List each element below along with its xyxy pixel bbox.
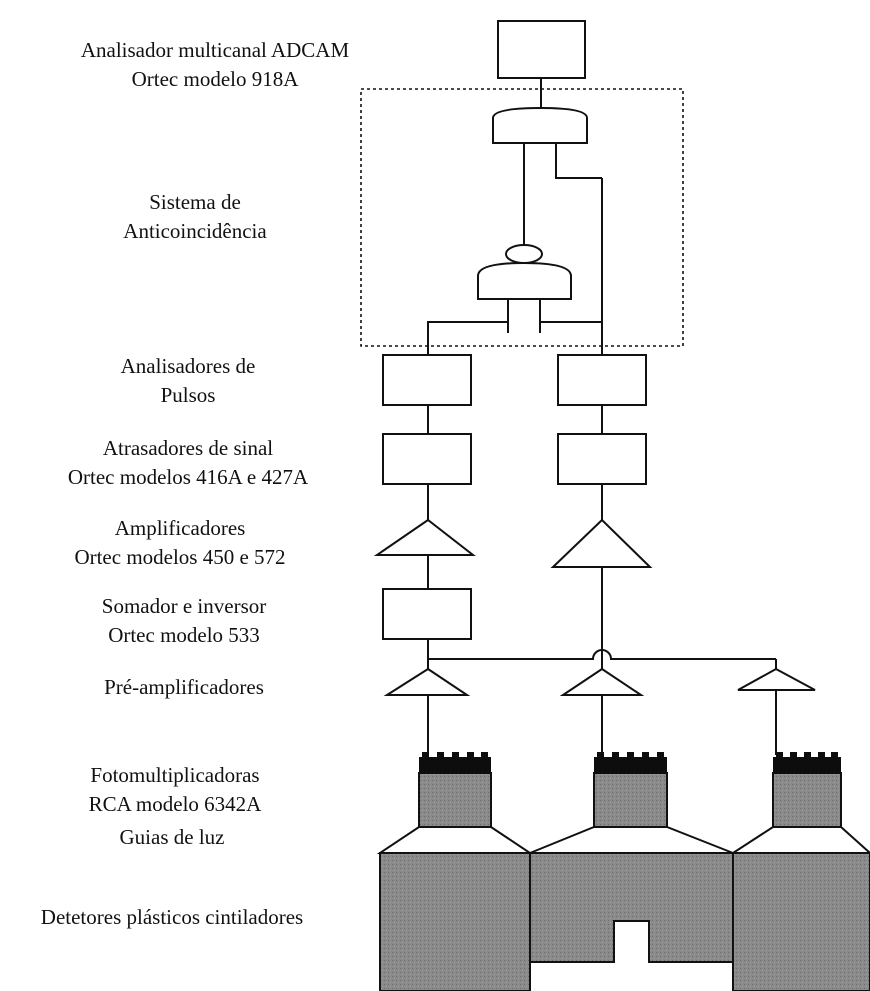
amplifiers-label-line2: Ortec modelos 450 e 572 (74, 545, 286, 569)
summer-label-line1: Somador e inversor (101, 594, 267, 618)
amplifiers-label: Amplificadores Ortec modelos 450 e 572 (74, 514, 285, 572)
light-guide-center (529, 826, 734, 854)
top-gate (492, 106, 588, 144)
preamp-center (559, 667, 645, 696)
anticoincidence-label-line1: Sistema de (149, 190, 241, 214)
pmt-center (593, 772, 668, 828)
mca-label-line2: Ortec modelo 918A (131, 67, 299, 91)
pmt-cap-left (419, 757, 491, 774)
pmt-cap-center (594, 757, 667, 774)
inverter-bubble (505, 244, 543, 264)
pulse-analyzers-label: Analisadores de Pulsos (121, 352, 256, 410)
amplifier-right (550, 518, 653, 568)
summer-label: Somador e inversor Ortec modelo 533 (102, 592, 266, 650)
pulse-analyzer-left (382, 354, 472, 406)
summer-label-line2: Ortec modelo 533 (108, 623, 260, 647)
light-guide-left (376, 826, 534, 854)
mca-box (497, 20, 586, 79)
pmts-label: Fotomultiplicadoras RCA modelo 6342A (89, 761, 262, 819)
pmts-label-line2: RCA modelo 6342A (88, 792, 262, 816)
detector-left (379, 852, 531, 991)
light-guide-right (729, 826, 870, 854)
detectors-label-line1: Detetores plásticos cintiladores (40, 905, 304, 929)
pmt-left (418, 772, 492, 828)
detectors-label: Detetores plásticos cintiladores (41, 903, 303, 932)
pmt-cap-right (773, 757, 841, 774)
wire-to-right-chain (540, 321, 603, 355)
pulse-analyzer-right (557, 354, 647, 406)
detector-right (732, 852, 870, 991)
light-guides-label: Guias de luz (120, 823, 225, 852)
summer-box (382, 588, 472, 640)
lower-gate (477, 261, 572, 300)
mca-label: Analisador multicanal ADCAM Ortec modelo… (81, 36, 349, 94)
delays-label-line1: Atrasadores de sinal (102, 436, 274, 460)
delays-label: Atrasadores de sinal Ortec modelos 416A … (68, 434, 308, 492)
anticoincidence-label-line2: Anticoincidência (123, 219, 267, 243)
light-guides-label-line1: Guias de luz (119, 825, 225, 849)
pmt-right (772, 772, 842, 828)
delay-left (382, 433, 472, 485)
detector-center (529, 852, 734, 963)
amplifiers-label-line1: Amplificadores (114, 516, 246, 540)
mca-label-line1: Analisador multicanal ADCAM (80, 38, 350, 62)
pulse-analyzers-label-line2: Pulsos (160, 383, 216, 407)
preamp-left (383, 667, 471, 696)
pulse-analyzers-label-line1: Analisadores de (120, 354, 256, 378)
summing-bus (428, 649, 776, 660)
pmts-label-line1: Fotomultiplicadoras (90, 763, 260, 787)
amplifier-left (373, 518, 476, 556)
wire-to-left-chain (427, 321, 508, 355)
preamps-label: Pré-amplificadores (104, 673, 264, 702)
anticoincidence-label: Sistema de Anticoincidência (123, 188, 266, 246)
delay-right (557, 433, 647, 485)
wire-gate-right (555, 143, 602, 179)
anticoincidence-boundary (360, 88, 684, 347)
preamp-right (737, 667, 816, 691)
delays-label-line2: Ortec modelos 416A e 427A (67, 465, 309, 489)
preamps-label-line1: Pré-amplificadores (104, 675, 264, 699)
